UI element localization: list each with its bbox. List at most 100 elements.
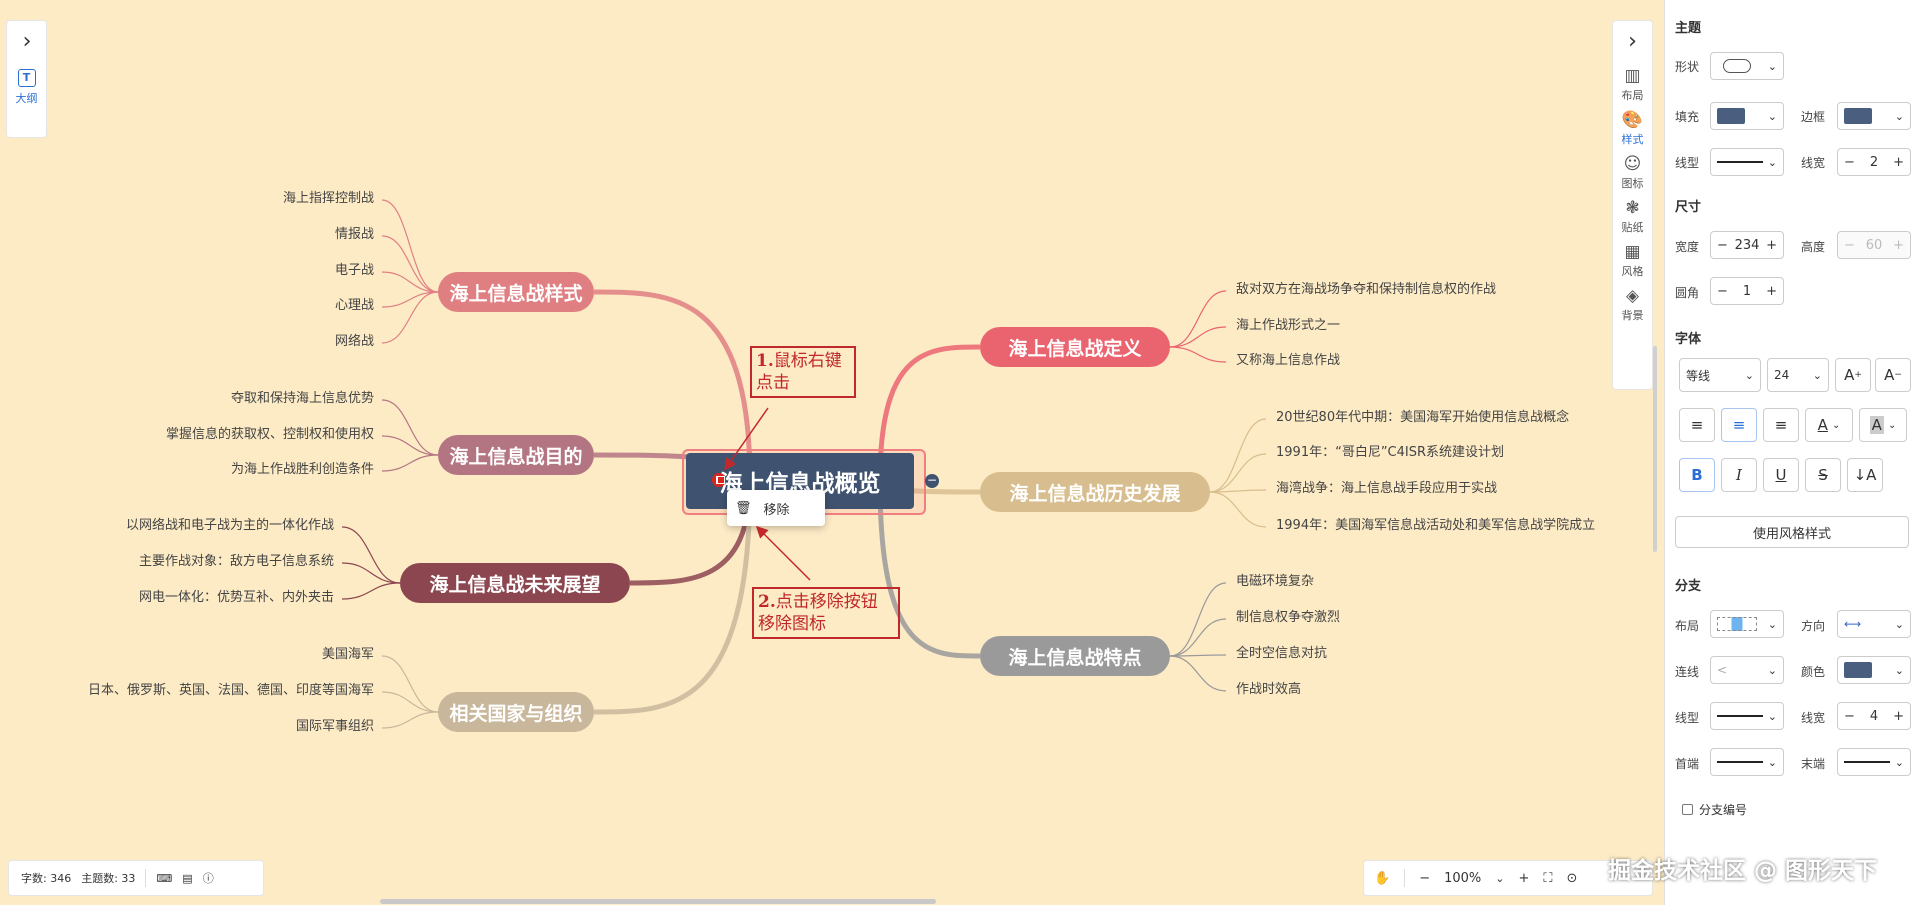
outline-button[interactable]: T 大纲 [7,69,46,106]
leaf-topic[interactable]: 夺取和保持海上信息优势 [230,391,374,406]
plus-icon[interactable]: + [1766,283,1777,299]
bold-button[interactable]: B [1679,458,1715,492]
width-value[interactable]: 234 [1734,237,1760,253]
tool-palette[interactable]: 🎨样式 [1613,109,1652,147]
branch-topic[interactable]: 海上信息战样式 [438,272,594,312]
radius-stepper[interactable]: −1 + [1710,277,1784,305]
tool-grid[interactable]: ▦风格 [1613,241,1652,279]
leaf-topic[interactable]: 海上指挥控制战 [282,191,374,206]
tail-select[interactable]: ⌄ [1837,748,1911,776]
branch-color-select[interactable]: ⌄ [1837,656,1911,684]
leaf-topic[interactable]: 网络战 [334,334,374,349]
leaf-topic[interactable]: 电磁环境复杂 [1236,574,1315,589]
leaf-topic[interactable]: 1994年：美国海军信息战活动处和美军信息战学院成立 [1276,518,1596,533]
leaf-topic[interactable]: 网电一体化：优势互补、内外夹击 [138,590,334,605]
info-icon[interactable]: ⓘ [202,872,214,885]
leaf-topic[interactable]: 全时空信息对抗 [1236,646,1328,661]
shape-select[interactable]: ⌄ [1710,52,1784,80]
leaf-topic[interactable]: 1991年：“哥白尼”C4ISR系统建设计划 [1276,445,1505,460]
branch-direction-select[interactable]: ⟷⌄ [1837,610,1911,638]
flag-icon[interactable] [712,473,726,487]
leaf-topic[interactable]: 主要作战对象：敌方电子信息系统 [138,554,334,569]
line-width-stepper[interactable]: −2 + [1837,148,1911,176]
zoom-in-icon[interactable]: + [1518,870,1530,886]
leaf-topic[interactable]: 美国海军 [321,647,374,662]
tool-smile[interactable]: ☺图标 [1613,153,1652,191]
branch-layout-select[interactable]: ⌄ [1710,610,1784,638]
keyboard-icon[interactable]: ⌨ [156,871,173,885]
leaf-topic[interactable]: 情报战 [334,227,374,242]
minus-icon[interactable]: − [1717,237,1728,253]
line-width-value[interactable]: 2 [1869,154,1879,170]
collapse-toggle[interactable]: − [925,473,939,488]
align-center-button[interactable]: ≡ [1721,408,1757,442]
branch-numbering[interactable]: 分支编号 [1682,801,1747,818]
fit-screen-icon[interactable]: ⛶ [1543,870,1553,886]
branch-topic[interactable]: 海上信息战历史发展 [980,472,1210,512]
use-style-button[interactable]: 使用风格样式 [1675,516,1909,548]
checkbox[interactable] [1682,804,1693,815]
radius-value[interactable]: 1 [1742,283,1752,299]
zoom-out-icon[interactable]: − [1419,870,1431,886]
font-decrease-button[interactable]: A− [1875,358,1911,392]
tool-sticker[interactable]: ❃贴纸 [1613,197,1652,235]
horizontal-scrollbar[interactable] [380,899,936,904]
chevron-right-icon[interactable]: › [1628,28,1637,54]
leaf-topic[interactable]: 制信息权争夺激烈 [1236,610,1341,625]
leaf-topic[interactable]: 电子战 [334,263,374,278]
fill-color-select[interactable]: ⌄ [1710,102,1784,130]
branch-connector-select[interactable]: <⌄ [1710,656,1784,684]
branch-line-width-stepper[interactable]: −4 + [1837,702,1911,730]
minus-icon[interactable]: − [1844,708,1855,724]
tool-layers[interactable]: ◈背景 [1613,285,1652,323]
branch-topic[interactable]: 海上信息战未来展望 [400,563,630,603]
leaf-topic[interactable]: 20世纪80年代中期：美国海军开始使用信息战概念 [1276,410,1570,425]
leaf-topic[interactable]: 日本、俄罗斯、英国、法国、德国、印度等国海军 [87,683,374,698]
font-color-button[interactable]: A⌄ [1805,408,1853,442]
leaf-topic[interactable]: 又称海上信息作战 [1236,353,1341,368]
minus-icon[interactable]: − [1844,154,1855,170]
leaf-topic[interactable]: 以网络战和电子战为主的一体化作战 [125,518,334,533]
align-right-button[interactable]: ≡ [1763,408,1799,442]
chevron-right-icon[interactable]: › [22,28,32,54]
plus-icon[interactable]: + [1893,154,1904,170]
context-menu[interactable]: 🗑 移除 [727,490,825,526]
strikethrough-button[interactable]: S [1805,458,1841,492]
highlight-color-button[interactable]: A⌄ [1859,408,1907,442]
sort-icon[interactable]: ↓A [1847,458,1883,492]
italic-button[interactable]: I [1721,458,1757,492]
layout-icon[interactable]: ▤ [182,871,193,885]
tool-layout[interactable]: ▥布局 [1613,65,1652,103]
leaf-topic[interactable]: 海上作战形式之一 [1236,318,1341,333]
branch-line-type-select[interactable]: ⌄ [1710,702,1784,730]
mindmap-canvas[interactable]: 海上信息战概览 − 海上信息战样式海上指挥控制战情报战电子战心理战网络战海上信息… [0,0,1658,905]
leaf-topic[interactable]: 掌握信息的获取权、控制权和使用权 [165,427,374,442]
hand-icon[interactable]: ✋ [1374,870,1391,886]
font-increase-button[interactable]: A+ [1835,358,1871,392]
line-type-select[interactable]: ⌄ [1710,148,1784,176]
border-color-select[interactable]: ⌄ [1837,102,1911,130]
underline-button[interactable]: U [1763,458,1799,492]
leaf-topic[interactable]: 国际军事组织 [295,719,374,734]
branch-topic[interactable]: 海上信息战目的 [438,435,594,475]
head-select[interactable]: ⌄ [1710,748,1784,776]
leaf-topic[interactable]: 为海上作战胜利创造条件 [230,462,374,477]
remove-menu-item[interactable]: 移除 [763,502,790,518]
chevron-down-icon[interactable]: ⌄ [1495,871,1505,885]
branch-topic[interactable]: 海上信息战特点 [980,636,1170,676]
zoom-level[interactable]: 100% [1444,870,1482,886]
align-left-button[interactable]: ≡ [1679,408,1715,442]
leaf-topic[interactable]: 作战时效高 [1236,682,1302,697]
branch-line-width-value[interactable]: 4 [1869,708,1879,724]
font-size-select[interactable]: 24⌄ [1767,358,1829,392]
branch-topic[interactable]: 相关国家与组织 [438,692,594,732]
branch-topic[interactable]: 海上信息战定义 [980,327,1170,367]
plus-icon[interactable]: + [1893,708,1904,724]
minus-icon[interactable]: − [1717,283,1728,299]
plus-icon[interactable]: + [1766,237,1777,253]
width-stepper[interactable]: −234 + [1710,231,1784,259]
vertical-scrollbar[interactable] [1653,346,1657,552]
leaf-topic[interactable]: 心理战 [334,298,374,313]
locate-icon[interactable]: ⊙ [1566,870,1578,886]
leaf-topic[interactable]: 海湾战争：海上信息战手段应用于实战 [1276,481,1498,496]
